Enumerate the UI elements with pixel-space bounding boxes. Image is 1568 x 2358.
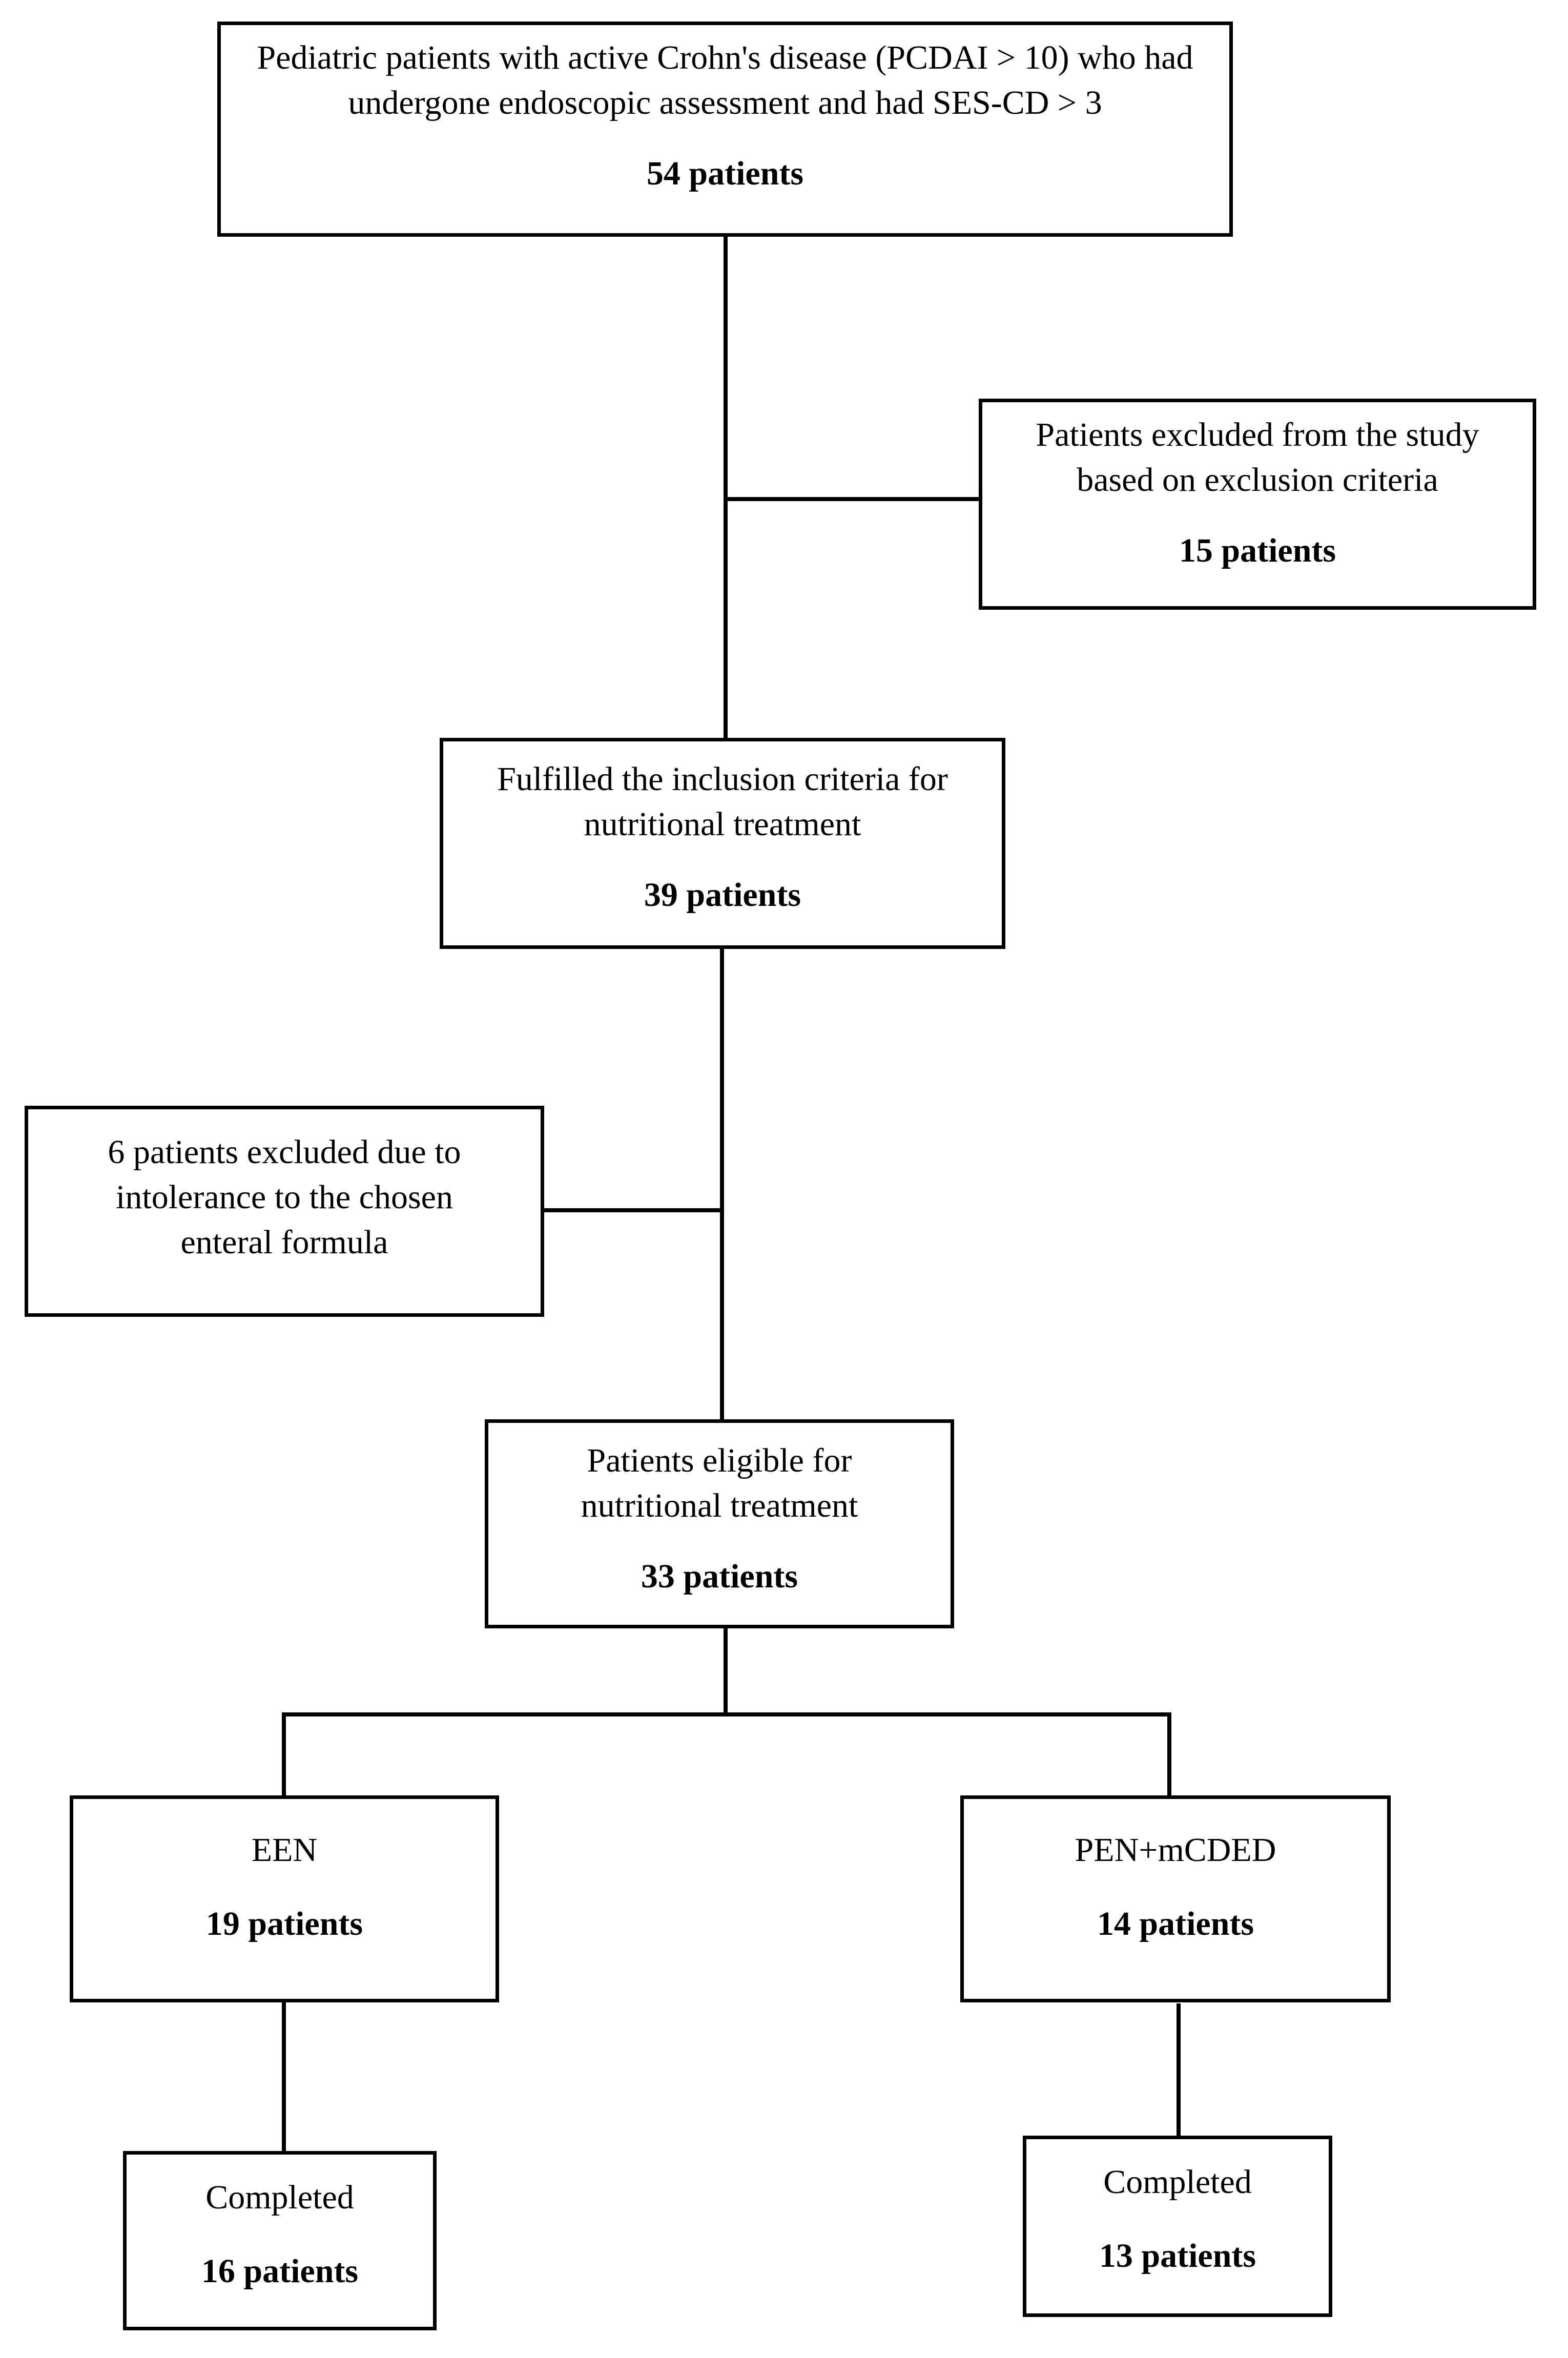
- box-pen-text: PEN+mCDED: [1075, 1831, 1276, 1869]
- connector-main-bottom: [724, 1623, 728, 1715]
- connector-to-excluded-criteria: [724, 497, 984, 501]
- box-excluded-criteria-text: Patients excluded from the study based o…: [1036, 416, 1479, 499]
- box-inclusion: Fulfilled the inclusion criteria for nut…: [440, 738, 1005, 949]
- box-excluded-intolerance-text: 6 patients excluded due to intolerance t…: [108, 1133, 461, 1261]
- connector-to-pen: [1167, 1712, 1171, 1801]
- connector-pen-to-completed: [1177, 2003, 1181, 2138]
- box-een-completed: Completed 16 patients: [123, 2151, 437, 2330]
- box-een-count: 19 patients: [205, 1905, 363, 1942]
- box-een-text: EEN: [251, 1831, 318, 1869]
- connector-een-to-completed: [282, 1997, 286, 2151]
- box-excluded-criteria-count: 15 patients: [1179, 532, 1336, 569]
- box-excluded-intolerance: 6 patients excluded due to intolerance t…: [25, 1106, 544, 1317]
- box-inclusion-count: 39 patients: [644, 876, 801, 914]
- connector-branch-horizontal: [282, 1712, 1171, 1716]
- box-eligible-count: 33 patients: [641, 1558, 798, 1595]
- box-enrolled-count: 54 patients: [646, 155, 804, 192]
- connector-to-excluded-intolerance: [541, 1208, 724, 1212]
- box-pen-completed-count: 13 patients: [1099, 2237, 1256, 2274]
- box-eligible-text: Patients eligible for nutritional treatm…: [581, 1442, 858, 1524]
- box-eligible: Patients eligible for nutritional treatm…: [485, 1419, 954, 1628]
- connector-main-top: [724, 234, 728, 743]
- box-een-completed-text: Completed: [205, 2179, 354, 2216]
- box-pen-completed: Completed 13 patients: [1023, 2136, 1332, 2317]
- box-pen: PEN+mCDED 14 patients: [960, 1795, 1391, 2002]
- box-pen-completed-text: Completed: [1103, 2163, 1252, 2201]
- connector-main-middle: [720, 944, 724, 1424]
- connector-to-een: [282, 1712, 286, 1801]
- box-pen-count: 14 patients: [1097, 1905, 1254, 1942]
- box-inclusion-text: Fulfilled the inclusion criteria for nut…: [497, 760, 948, 843]
- box-enrolled-text: Pediatric patients with active Crohn's d…: [257, 39, 1193, 121]
- box-excluded-criteria: Patients excluded from the study based o…: [979, 399, 1536, 610]
- box-een-completed-count: 16 patients: [201, 2252, 359, 2290]
- box-een: EEN 19 patients: [70, 1795, 499, 2002]
- box-enrolled: Pediatric patients with active Crohn's d…: [217, 22, 1233, 237]
